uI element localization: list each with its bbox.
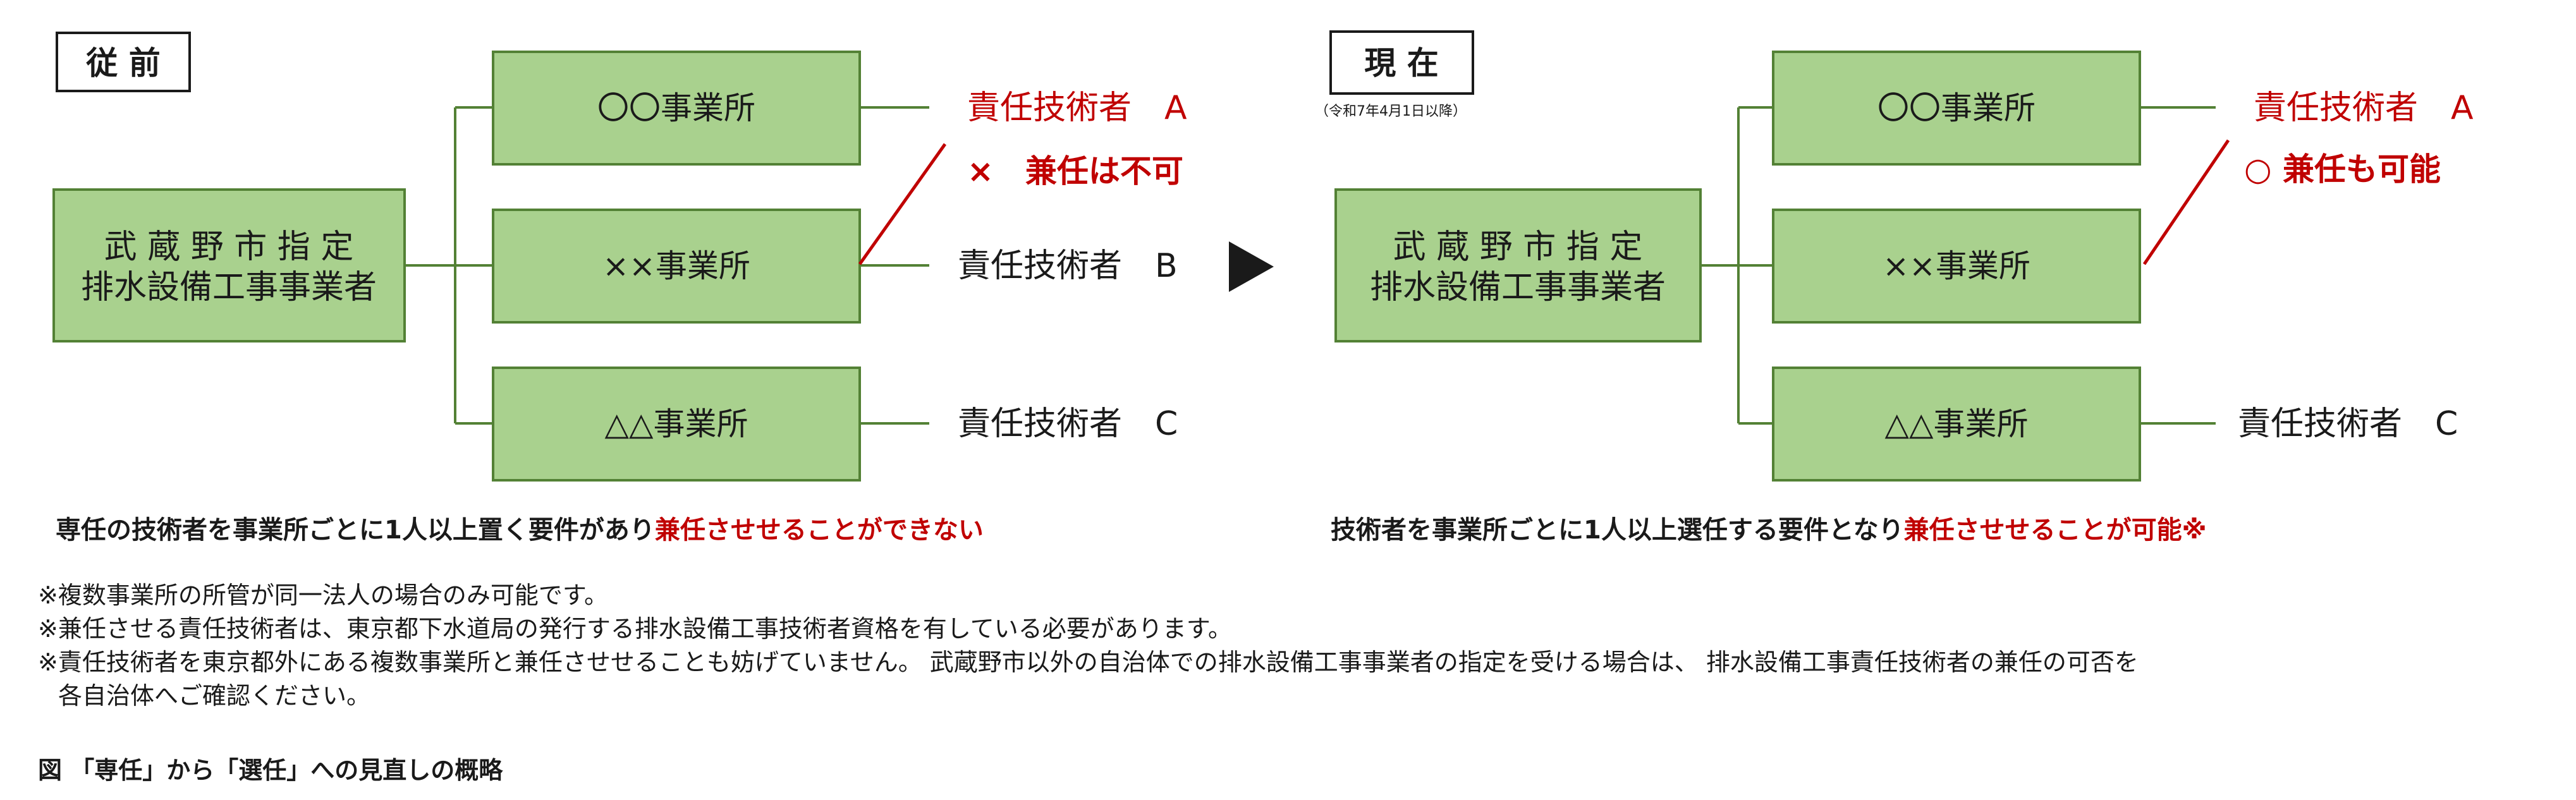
- transition-arrow-icon: [1229, 241, 1274, 292]
- after-shared-note: ○ 兼任も可能: [2244, 151, 2441, 188]
- footnote: ※複数事業所の所管が同一法人の場合のみ可能です。: [38, 581, 608, 609]
- after-main-box-line2: 排水設備工事事業者: [1370, 269, 1666, 306]
- after-office-box: [1772, 51, 2141, 166]
- before-label-box: [56, 32, 191, 92]
- after-main-box-line1: 武 蔵 野 市 指 定: [1393, 228, 1643, 266]
- after-office-label: 〇〇事業所: [1877, 90, 2036, 126]
- figure-caption: 図 「専任」から「選任」への見直しの概略: [38, 756, 503, 784]
- before-label: 従 前: [85, 45, 160, 82]
- before-office-label: ××事業所: [602, 248, 750, 284]
- after-engineer-a: 責任技術者 A: [2254, 89, 2474, 127]
- before-office-label: △△事業所: [605, 406, 748, 442]
- before-engineer-a: 責任技術者 A: [967, 89, 1187, 127]
- footnote-continuation: 各自治体へご確認ください。: [58, 682, 370, 710]
- before-shared-link-line: [858, 143, 947, 265]
- before-office-box: [492, 209, 861, 324]
- before-caption: 専任の技術者を事業所ごとに1人以上置く要件があり兼任させせることができない: [56, 516, 984, 545]
- before-main-box-line2: 排水設備工事事業者: [81, 269, 377, 306]
- after-label-box: [1329, 30, 1474, 95]
- before-shared-note: × 兼任は不可: [967, 153, 1183, 190]
- footnote: ※兼任させる責任技術者は、東京都下水道局の発行する排水設備工事技術者資格を有して…: [38, 615, 1232, 643]
- after-caption-plain: 技術者を事業所ごとに1人以上選任する要件となり: [1331, 516, 1904, 545]
- before-main-box-line1: 武 蔵 野 市 指 定: [104, 228, 354, 266]
- footnote: ※責任技術者を東京都外にある複数事業所と兼任させせることも妨げていません。 武蔵…: [38, 648, 2139, 676]
- before-caption-red: 兼任させせることができない: [655, 516, 984, 545]
- before-engineer-b: 責任技術者 B: [958, 247, 1178, 285]
- before-engineer-c: 責任技術者 C: [958, 405, 1178, 443]
- after-office-label: △△事業所: [1885, 406, 2029, 442]
- after-label: 現 在: [1364, 45, 1438, 82]
- before-office-box: [492, 51, 861, 166]
- after-shared-link-line: [2142, 139, 2230, 265]
- after-main-box: [1334, 188, 1702, 342]
- after-sublabel: （令和7年4月1日以降）: [1315, 104, 1467, 119]
- before-office-label: 〇〇事業所: [597, 90, 755, 126]
- after-engineer-c: 責任技術者 C: [2238, 405, 2458, 443]
- footnotes: ※複数事業所の所管が同一法人の場合のみ可能です。 ※兼任させる責任技術者は、東京…: [38, 581, 2139, 710]
- after-office-box: [1772, 209, 2141, 324]
- after-caption: 技術者を事業所ごとに1人以上選任する要件となり兼任させせることが可能※: [1331, 516, 2207, 545]
- after-office-box: [1772, 367, 2141, 482]
- before-caption-plain: 専任の技術者を事業所ごとに1人以上置く要件があり: [56, 516, 655, 545]
- after-office-label: ××事業所: [1883, 248, 2030, 284]
- before-office-box: [492, 367, 861, 482]
- before-panel: 従 前 武 蔵 野 市 指 定 排水設備工事事業者 〇〇事業所 ××事業所 △△…: [52, 32, 1187, 545]
- after-panel: 現 在 （令和7年4月1日以降） 武 蔵 野 市 指 定 排水設備工事事業者 〇…: [1315, 30, 2474, 545]
- before-main-box: [52, 188, 406, 342]
- after-caption-red: 兼任させせることが可能※: [1904, 516, 2207, 545]
